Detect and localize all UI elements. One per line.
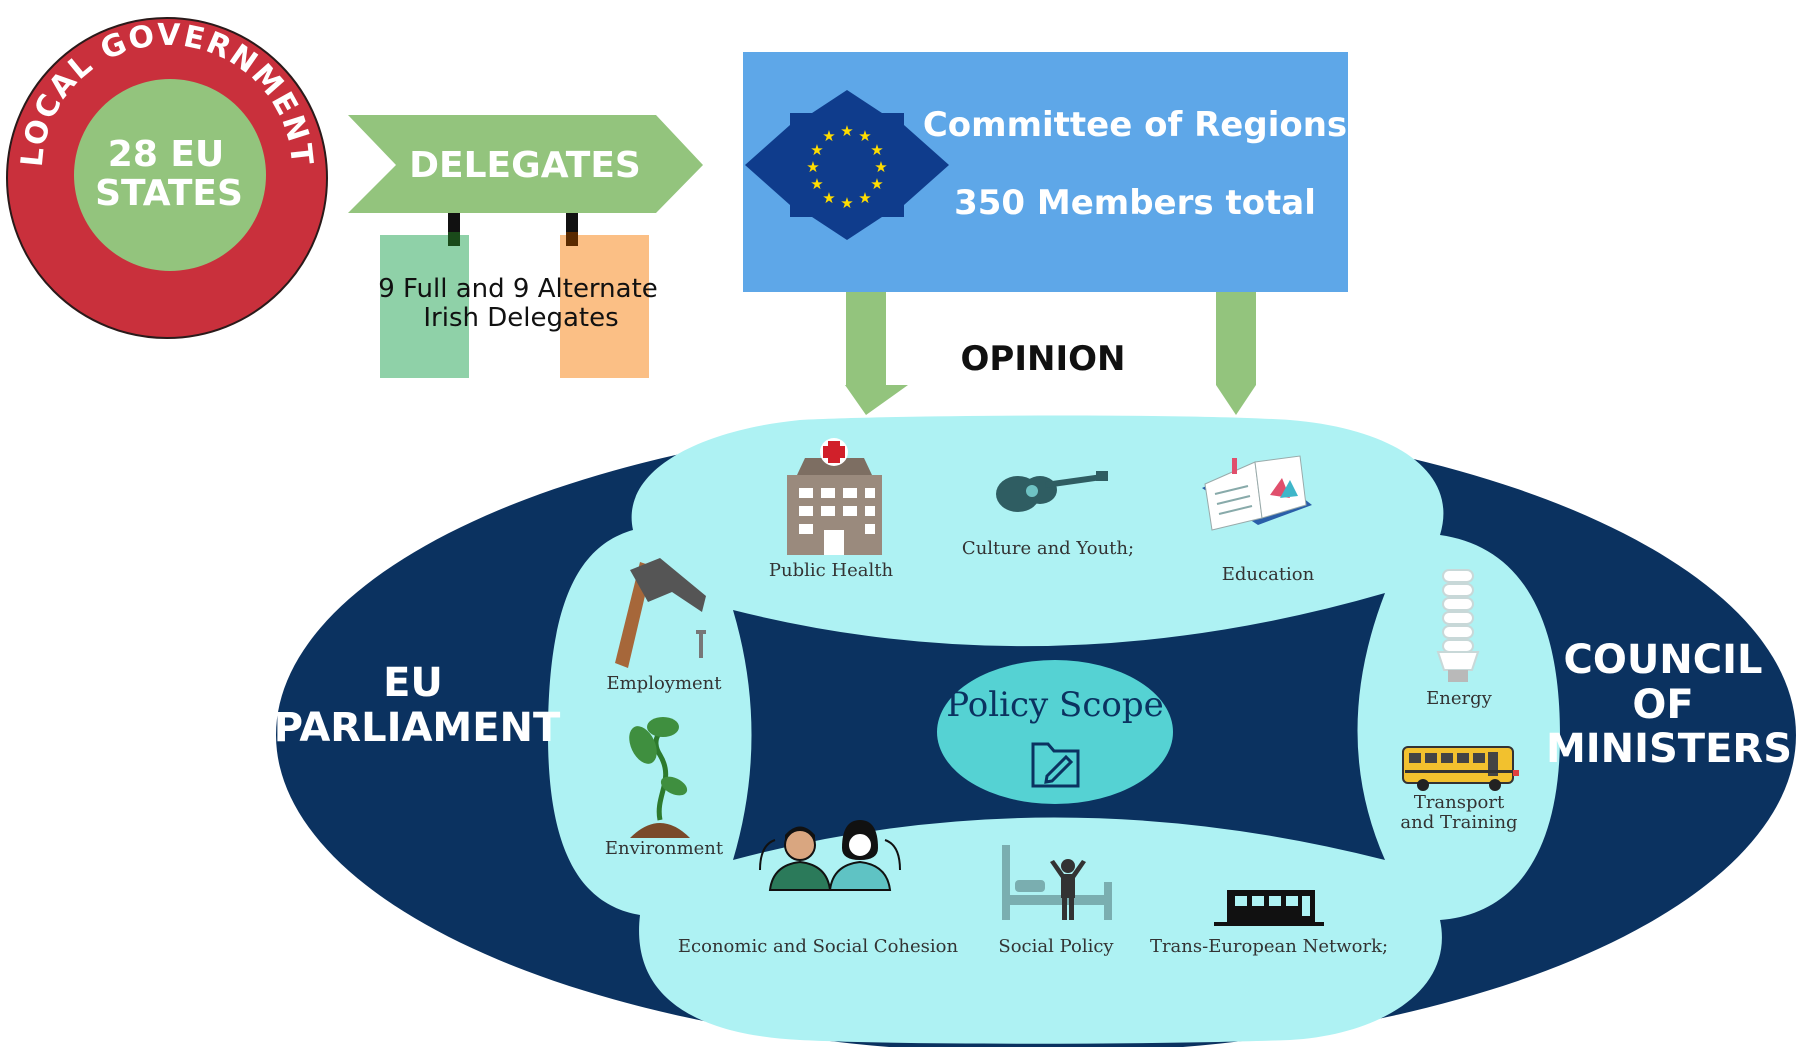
education-area: Education [1202, 455, 1315, 585]
svg-text:★: ★ [840, 122, 853, 140]
energy-label: Energy [1426, 688, 1493, 709]
svg-text:★: ★ [822, 189, 835, 207]
trans-european-label: Trans-European Network; [1150, 936, 1388, 957]
train-icon [1214, 890, 1324, 926]
transport-area: Transport and Training [1400, 746, 1519, 833]
trans-european-area: Trans-European Network; [1150, 890, 1388, 957]
delegates-group: DELEGATES 9 Full and 9 Alternate Irish D… [348, 115, 703, 378]
social-policy-area: Social Policy [998, 845, 1114, 957]
opinion-arrow-left [845, 292, 908, 415]
eu-states-line2: STATES [95, 173, 243, 214]
svg-text:★: ★ [810, 175, 823, 193]
svg-text:★: ★ [806, 158, 819, 176]
hospital-icon [787, 438, 882, 555]
environment-label: Environment [605, 838, 724, 859]
energy-area: Energy [1426, 569, 1493, 709]
policy-scope: Policy Scope [937, 660, 1173, 804]
parliament-line1: EU [383, 660, 443, 706]
people-icon [759, 820, 901, 891]
svg-text:★: ★ [840, 194, 853, 212]
public-health-area: Public Health [769, 438, 894, 581]
council-line2: OF [1632, 682, 1693, 728]
economic-cohesion-label: Economic and Social Cohesion [678, 936, 959, 957]
policy-scope-title: Policy Scope [946, 685, 1163, 725]
sign-left [380, 235, 469, 378]
sign-post-right-cap [566, 232, 578, 246]
opinion-arrows: OPINION [845, 292, 1256, 415]
svg-text:★: ★ [874, 158, 887, 176]
culture-youth-area: Culture and Youth; [962, 471, 1134, 559]
delegates-note-line1: 9 Full and 9 Alternate [378, 274, 658, 304]
light-bulb-icon [1436, 569, 1480, 682]
sprout-icon [629, 717, 690, 838]
local-government-circle: LOCAL GOVERNMENT 28 EU STATES [6, 17, 328, 339]
svg-text:★: ★ [858, 127, 871, 145]
council-line3: MINISTERS [1546, 726, 1792, 772]
council-line1: COUNCIL [1563, 637, 1762, 683]
delegates-arrow [348, 115, 703, 213]
public-health-label: Public Health [769, 560, 894, 581]
transport-line2: and Training [1400, 812, 1517, 833]
employment-area: Employment [606, 558, 722, 694]
delegates-note-line2: Irish Delegates [423, 303, 618, 333]
parliament-line2: PARLIAMENT [274, 705, 561, 751]
eu-stars-logo-icon: ★ ★ ★ ★ ★ ★ ★ ★ ★ ★ ★ ★ [745, 90, 949, 240]
education-label: Education [1222, 564, 1315, 585]
opinion-arrow-right [1216, 292, 1256, 415]
sign-right [560, 235, 649, 378]
svg-text:★: ★ [822, 127, 835, 145]
bed-person-icon [1002, 845, 1112, 920]
delegates-label: DELEGATES [409, 145, 641, 186]
svg-text:★: ★ [810, 141, 823, 159]
transport-line1: Transport [1414, 792, 1505, 813]
committee-members: 350 Members total [954, 183, 1316, 223]
school-bus-icon [1402, 746, 1519, 791]
committee-box: ★ ★ ★ ★ ★ ★ ★ ★ ★ ★ ★ ★ Committee of Reg… [743, 52, 1348, 292]
guitar-icon [996, 471, 1108, 512]
social-policy-label: Social Policy [998, 936, 1114, 957]
committee-title: Committee of Regions [923, 105, 1347, 145]
culture-youth-label: Culture and Youth; [962, 538, 1134, 559]
employment-label: Employment [606, 673, 722, 694]
environment-area: Environment [605, 717, 724, 859]
hammer-icon [615, 558, 706, 668]
economic-cohesion-area: Economic and Social Cohesion [678, 820, 959, 957]
svg-text:★: ★ [870, 141, 883, 159]
book-icon [1202, 455, 1312, 531]
folder-edit-icon [1031, 742, 1080, 788]
eu-states-line1: 28 EU [108, 134, 224, 175]
svg-text:★: ★ [858, 189, 871, 207]
sign-post-left-cap [448, 232, 460, 246]
opinion-label: OPINION [961, 339, 1126, 379]
svg-text:★: ★ [870, 175, 883, 193]
